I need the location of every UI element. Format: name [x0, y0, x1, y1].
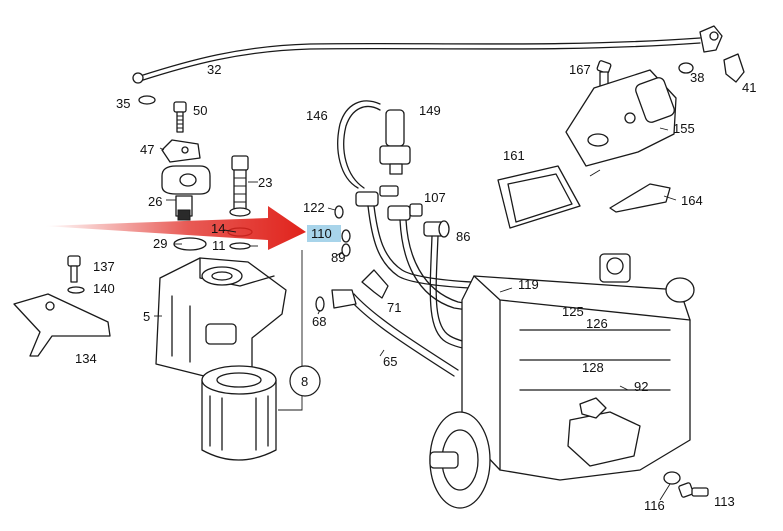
part-labels: 32 35 50 47 26 23 14 29 11 137 140 5 134…	[75, 62, 756, 513]
part-26-valve	[161, 165, 211, 221]
part-155-housing	[565, 69, 677, 167]
part-149-valve	[379, 109, 411, 175]
part-47-bracket	[161, 139, 201, 163]
label-146: 146	[306, 108, 328, 123]
label-71: 71	[387, 300, 401, 315]
label-8: 8	[301, 374, 308, 389]
label-11: 11	[212, 238, 226, 253]
label-26: 26	[148, 194, 162, 209]
label-68: 68	[312, 314, 326, 329]
part-68-washer	[315, 296, 325, 312]
part-38-washer	[678, 62, 694, 74]
part-5-filter-housing	[155, 257, 287, 379]
highlight-box-110	[307, 225, 341, 242]
part-8-oil-filter	[201, 365, 277, 461]
label-35: 35	[116, 96, 130, 111]
part-35-washer	[138, 95, 156, 105]
label-5: 5	[143, 309, 150, 324]
label-126: 126	[586, 316, 608, 331]
label-47: 47	[140, 142, 154, 157]
label-92: 92	[634, 379, 648, 394]
label-116: 116	[644, 498, 665, 513]
injection-pump	[429, 253, 695, 509]
part-167-bolt	[596, 60, 612, 89]
part-134-bracket	[13, 293, 111, 357]
label-119: 119	[518, 277, 539, 292]
label-122: 122	[303, 200, 325, 215]
label-134: 134	[75, 351, 97, 366]
part-107-fittings	[355, 185, 423, 221]
label-155: 155	[673, 121, 695, 136]
part-71-clip	[361, 269, 389, 299]
label-86: 86	[456, 229, 470, 244]
label-32: 32	[207, 62, 221, 77]
label-65: 65	[383, 354, 397, 369]
label-149: 149	[419, 103, 441, 118]
part-140-washer	[67, 286, 85, 294]
label-161: 161	[503, 148, 525, 163]
part-113-bolt	[678, 482, 709, 498]
label-140: 140	[93, 281, 115, 296]
part-89-washer	[341, 243, 351, 257]
label-110: 110	[311, 226, 332, 241]
label-38: 38	[690, 70, 704, 85]
label-89: 89	[331, 250, 345, 265]
label-23: 23	[258, 175, 272, 190]
label-164: 164	[681, 193, 703, 208]
label-107: 107	[424, 190, 446, 205]
part-23-screw	[229, 155, 251, 217]
part-110-washer	[341, 229, 351, 243]
callout-circle-icon	[289, 365, 321, 397]
label-125: 125	[562, 304, 584, 319]
label-128: 128	[582, 360, 604, 375]
part-41-clip	[723, 53, 745, 83]
label-167: 167	[569, 62, 591, 77]
label-14: 14	[211, 221, 225, 236]
label-50: 50	[193, 103, 207, 118]
part-137-bolt	[67, 255, 81, 283]
part-164-bracket	[609, 183, 671, 213]
part-116-washer	[663, 471, 681, 485]
leader-8	[278, 250, 303, 411]
label-137: 137	[93, 259, 115, 274]
red-arrow-icon	[44, 206, 306, 250]
label-29: 29	[153, 236, 167, 251]
part-32-fuel-line	[132, 25, 723, 84]
label-41: 41	[742, 80, 756, 95]
part-68-banjo	[331, 289, 357, 309]
label-113: 113	[714, 494, 735, 509]
part-11-washer	[229, 242, 251, 250]
part-50-bolt	[173, 101, 187, 133]
part-122-washer	[334, 205, 344, 219]
part-86-fitting	[423, 220, 450, 238]
leader-lines	[154, 127, 677, 501]
part-146-hose	[337, 100, 381, 189]
